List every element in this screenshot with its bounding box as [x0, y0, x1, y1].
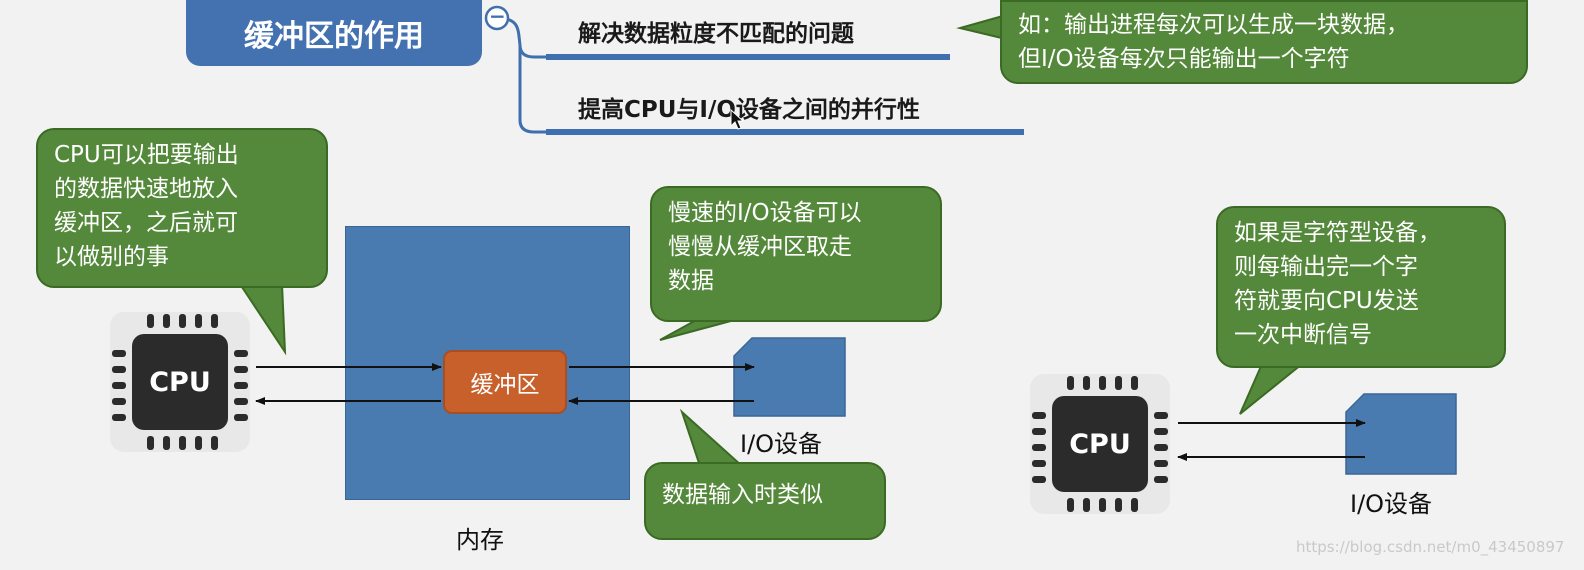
memory-label: 内存	[456, 526, 504, 554]
branch-granularity[interactable]: 解决数据粒度不匹配的问题	[578, 21, 854, 47]
mindmap-title[interactable]: 缓冲区的作用	[186, 0, 482, 66]
callout-cpu: CPU可以把要输出 的数据快速地放入 缓冲区，之后就可 以做别的事	[36, 128, 328, 288]
collapse-toggle-icon[interactable]: −	[489, 4, 506, 28]
mouse-cursor-icon	[730, 108, 745, 130]
io-device-icon	[1345, 393, 1457, 475]
buffer-block: 缓冲区	[443, 350, 567, 414]
cpu-chip-icon	[110, 312, 250, 452]
io-device-icon	[733, 337, 846, 417]
watermark: https://blog.csdn.net/m0_43450897	[1296, 538, 1565, 556]
cpu-label: CPU	[149, 366, 211, 398]
cpu-label: CPU	[1069, 428, 1131, 460]
callout-granularity-example: 如：输出进程每次可以生成一块数据， 但I/O设备每次只能输出一个字符	[1000, 0, 1528, 84]
branch-parallelism[interactable]: 提高CPU与I/O设备之间的并行性	[578, 97, 920, 123]
callout-char-device: 如果是字符型设备， 则每输出完一个字 符就要向CPU发送 一次中断信号	[1216, 206, 1506, 368]
cpu-chip-icon	[1030, 374, 1170, 514]
callout-io-slow: 慢速的I/O设备可以 慢慢从缓冲区取走 数据	[650, 186, 942, 322]
branch-underline	[546, 129, 1024, 135]
callout-input: 数据输入时类似	[644, 462, 886, 540]
io-device-label: I/O设备	[1350, 490, 1433, 518]
collapse-toggle[interactable]	[484, 5, 510, 31]
branch-underline	[546, 54, 950, 60]
io-device-label: I/O设备	[740, 430, 823, 458]
